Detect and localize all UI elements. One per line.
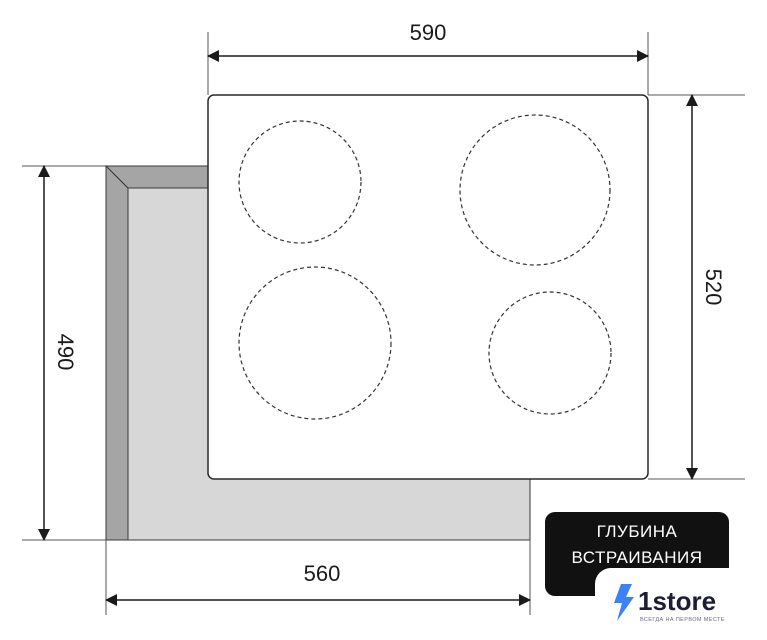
cutout-left-wall — [105, 164, 129, 541]
lightning-bolt-icon — [614, 584, 634, 621]
panel-width-label: 590 — [410, 20, 447, 45]
hob-panel — [207, 94, 649, 480]
burner-top-left — [238, 120, 362, 244]
burner-bottom-left — [238, 266, 392, 420]
logo-name: 1store — [638, 586, 716, 616]
burner-top-right — [459, 114, 611, 266]
badge-line-2: ВСТРАИВАНИЯ — [571, 548, 702, 567]
logo-background — [595, 568, 767, 640]
dimension-arrows — [38, 50, 698, 606]
cutout-depth-label: 490 — [53, 334, 78, 371]
logo-tagline: ВСЕГДА НА ПЕРВОМ МЕСТЕ — [640, 617, 725, 623]
panel-depth-label: 520 — [701, 269, 726, 306]
burner-bottom-right — [488, 291, 612, 415]
badge-line-1: ГЛУБИНА — [597, 522, 678, 541]
hob-glass-panel — [207, 94, 649, 480]
store-logo: 1store ВСЕГДА НА ПЕРВОМ МЕСТЕ — [595, 568, 767, 640]
cutout-width-label: 560 — [304, 561, 341, 586]
